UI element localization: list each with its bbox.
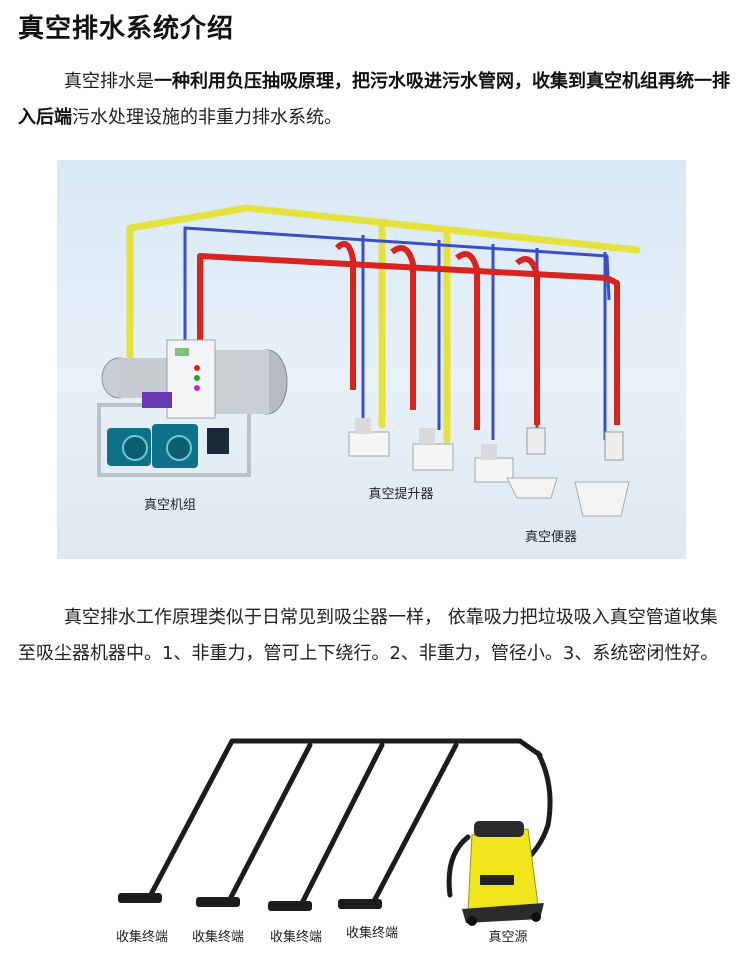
vacuum-cleaner-analogy-diagram: 收集终端 收集终端 收集终端 收集终端 真空源 <box>100 725 620 957</box>
page-title: 真空排水系统介绍 <box>18 14 235 44</box>
intro-text-start: 真空排水是 <box>64 71 154 92</box>
label-terminal-2: 收集终端 <box>192 929 244 945</box>
vacuum-unit <box>97 339 288 477</box>
label-vacuum-toilet: 真空便器 <box>525 530 577 545</box>
vacuum-lifters <box>348 418 514 483</box>
label-vacuum-source: 真空源 <box>488 930 527 945</box>
vacuum-system-diagram: 真空机组 真空提升器 真空便器 <box>57 160 686 559</box>
suction-hoses <box>145 738 553 910</box>
suction-heads <box>118 893 382 911</box>
label-vacuum-unit: 真空机组 <box>144 498 196 513</box>
vacuum-cleaner <box>462 821 544 926</box>
vacuum-system-illustration: 真空机组 真空提升器 真空便器 <box>97 204 641 545</box>
label-terminal-3: 收集终端 <box>270 929 322 945</box>
principle-paragraph: 真空排水工作原理类似于日常见到吸尘器一样， 依靠吸力把垃圾吸入真空管道收集至吸尘… <box>18 600 732 672</box>
intro-paragraph: 真空排水是一种利用负压抽吸原理，把污水吸进污水管网，收集到真空机组再统一排入后端… <box>18 64 732 136</box>
principle-text: 真空排水工作原理类似于日常见到吸尘器一样， 依靠吸力把垃圾吸入真空管道收集至吸尘… <box>18 607 719 664</box>
label-terminal-1: 收集终端 <box>116 929 168 945</box>
label-vacuum-lifter: 真空提升器 <box>368 486 433 502</box>
label-terminal-4: 收集终端 <box>346 925 398 941</box>
vacuum-cleaner-illustration: 收集终端 收集终端 收集终端 收集终端 真空源 <box>116 738 553 945</box>
red-pipes <box>197 241 620 430</box>
vacuum-toilets <box>506 427 630 517</box>
intro-text-end: 污水处理设施的非重力排水系统。 <box>72 107 342 128</box>
intro-text-bold: 一种利用负压抽吸原理，把污水吸进污水管网，收集到真空机组再统一排入后端 <box>18 71 730 128</box>
